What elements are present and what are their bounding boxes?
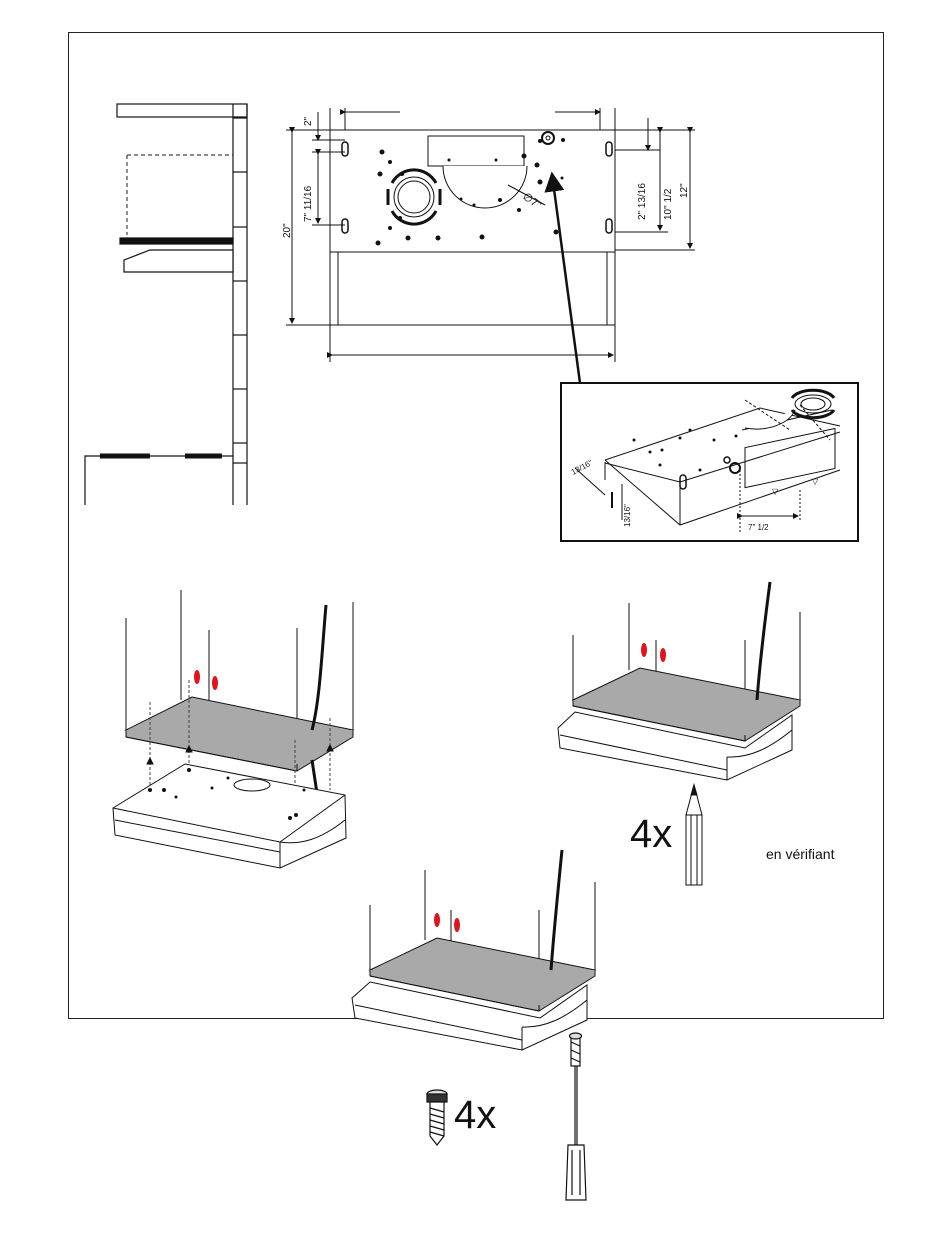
top-dimension-view: [286, 108, 695, 383]
dim-left-20: 20": [282, 223, 293, 238]
rect-duct-opening: [428, 136, 524, 166]
detail-dim-13-16-b: 13/16": [623, 504, 632, 527]
step-2-marking: [558, 582, 800, 780]
screw-quantity-label: 4x: [454, 1093, 496, 1138]
red-mark: [434, 913, 440, 927]
range-hood-body: [113, 764, 346, 868]
dim-right-2-13-16: 2" 13/16: [637, 183, 648, 220]
red-mark: [212, 676, 218, 690]
svg-text:▽: ▽: [772, 487, 779, 496]
step-1-assembly: [113, 590, 353, 868]
screw-icon: [427, 1090, 447, 1145]
detail-dim-7-1-2: 7" 1/2: [748, 523, 769, 532]
side-view: [85, 104, 247, 505]
cabinet-top-board: [117, 104, 247, 117]
dim-right-10-1-2: 10" 1/2: [663, 188, 674, 220]
screwdriver-icon: [566, 1033, 586, 1200]
red-mark: [194, 670, 200, 684]
pencil-quantity-label: 4x: [630, 812, 672, 857]
red-mark: [454, 918, 460, 932]
red-mark: [641, 643, 647, 657]
dim-left-7-11-16: 7" 11/16: [303, 185, 314, 222]
detail-inset: 13/16" 13/16" 7" 1/2 ▽ ▽: [561, 383, 858, 541]
dim-right-12: 12": [679, 183, 690, 198]
verify-instruction-text: en vérifiant: [766, 846, 834, 862]
red-mark: [660, 648, 666, 662]
svg-text:▽: ▽: [812, 477, 819, 486]
pencil-icon: [686, 785, 702, 885]
power-cable: [551, 850, 562, 970]
step-3-fastening: [352, 850, 595, 1050]
dim-top-2: 2": [303, 116, 314, 126]
power-cable: [757, 582, 770, 700]
power-cable: [312, 605, 326, 730]
